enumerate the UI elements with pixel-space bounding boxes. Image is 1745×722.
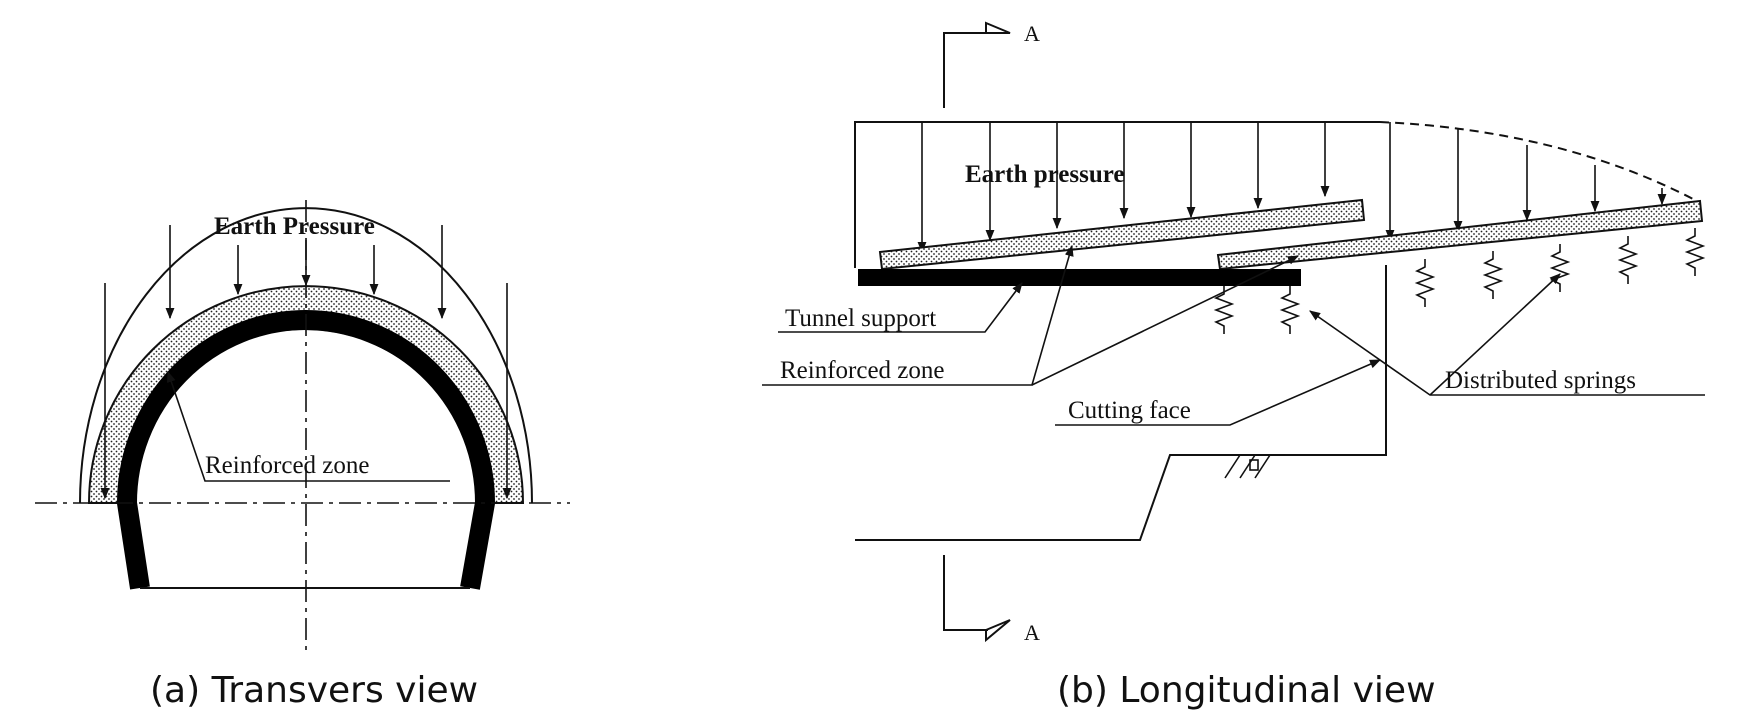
earth-pressure-label-long: Earth pressure — [965, 161, 1125, 188]
distributed-springs-leader-2 — [1429, 273, 1561, 396]
tunnel-support-label: Tunnel support — [785, 305, 936, 332]
reinforced-zone-leader-long-2 — [1031, 255, 1300, 386]
section-mark-bottom-label: A — [1024, 620, 1040, 645]
tunnel-support-leader — [778, 282, 1023, 333]
earth-pressure-decay-curve — [1379, 121, 1696, 201]
reinforced-zone-segment-1 — [878, 198, 1366, 271]
ground-hatch — [1224, 454, 1285, 479]
section-mark-top-label: A — [1024, 21, 1040, 46]
reinforced-zone-label: Reinforced zone — [205, 452, 370, 479]
cutting-face-label: Cutting face — [1068, 397, 1191, 424]
earth-pressure-arrows — [100, 225, 512, 500]
cutting-face-line — [855, 265, 1387, 541]
transverse-caption: (a) Transvers view — [150, 670, 478, 711]
spring — [1684, 228, 1706, 276]
spring — [1549, 244, 1571, 292]
earth-pressure-envelope-long — [854, 121, 1380, 268]
longitudinal-caption: (b) Longitudinal view — [1057, 670, 1436, 711]
spring — [1279, 286, 1301, 334]
reinforced-zone-label-long: Reinforced zone — [780, 357, 945, 384]
transverse-view: Earth Pressure Reinforced zone (a) Trans… — [35, 200, 570, 711]
spring — [1213, 286, 1235, 334]
cutting-face-leader — [1055, 359, 1382, 426]
reinforced-zone-segment-2 — [1216, 199, 1704, 271]
distributed-springs-label: Distributed springs — [1445, 367, 1636, 394]
earth-pressure-arrows-long — [917, 122, 1667, 254]
spring — [1414, 259, 1436, 307]
tunnel-support-bar — [858, 269, 1301, 286]
earth-pressure-label: Earth Pressure — [214, 213, 375, 240]
section-mark-top: A — [943, 21, 1040, 108]
reinforced-zone-leader — [166, 370, 450, 482]
section-mark-bottom: A — [943, 555, 1040, 645]
spring — [1617, 236, 1639, 284]
longitudinal-view: A A Earth pressure — [762, 21, 1706, 711]
spring — [1482, 251, 1504, 299]
